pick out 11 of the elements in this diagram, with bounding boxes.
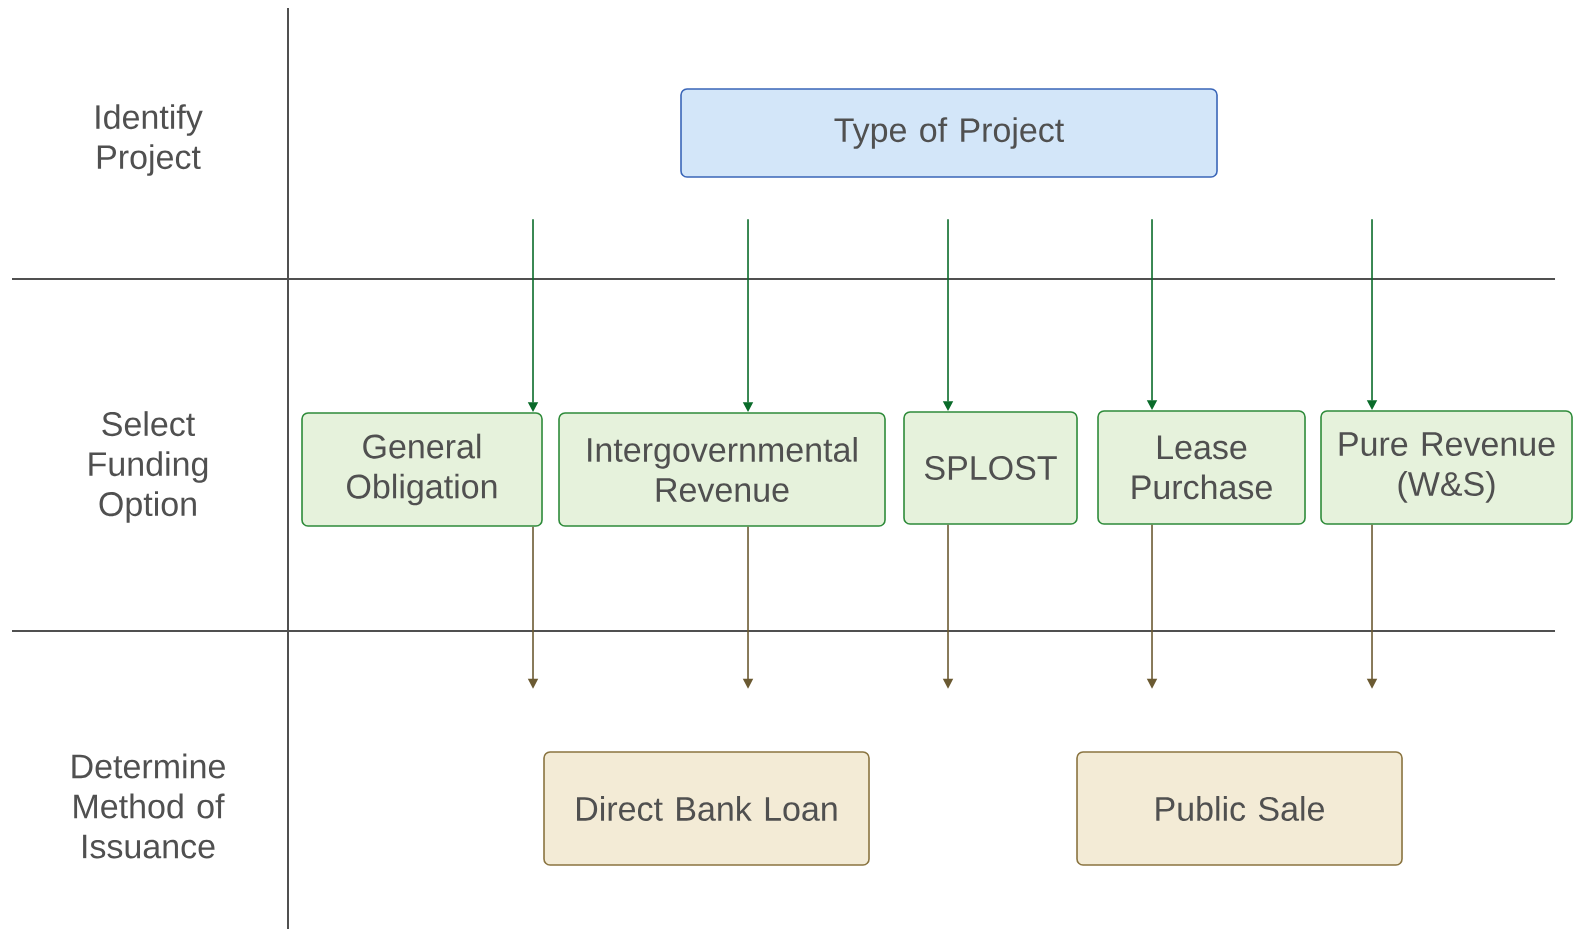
process-box: General Obligation: [301, 412, 543, 527]
row-label: Select Funding Option: [89, 411, 208, 523]
row-label: Determine Method of Issuance: [72, 753, 225, 859]
process-box: Direct Bank Loan: [543, 751, 870, 866]
row-label: Identify Project: [96, 104, 203, 176]
process-box: SPLOST: [903, 411, 1078, 525]
process-box: Intergovernmental Revenue: [558, 412, 886, 527]
process-box: Public Sale: [1076, 751, 1403, 866]
process-box: Type of Project: [680, 88, 1218, 178]
process-box: Pure Revenue (W&S): [1320, 410, 1573, 525]
process-box: Lease Purchase: [1097, 410, 1306, 525]
